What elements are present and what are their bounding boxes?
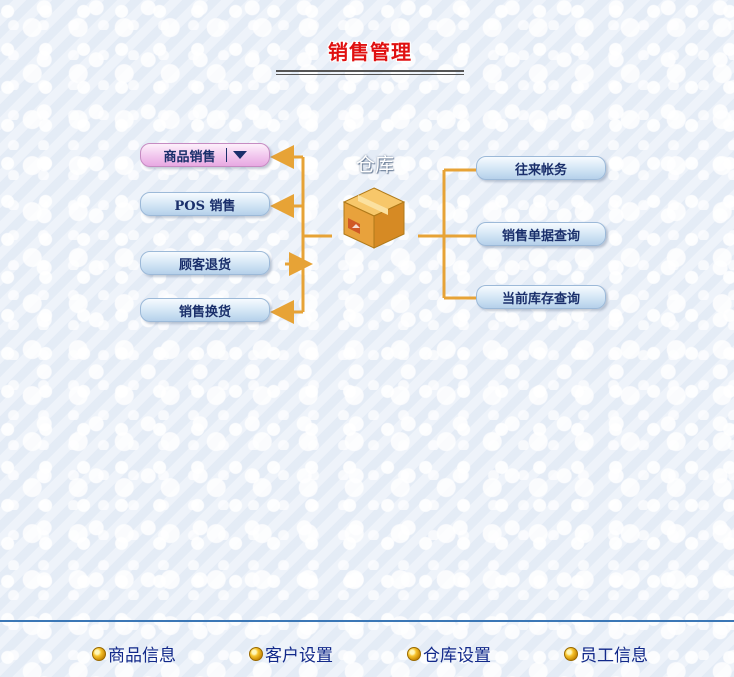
sales-exchange-button[interactable]: 销售换货 [140,298,270,322]
sales-button[interactable]: 商品销售 [140,143,270,167]
footer-divider [0,620,734,622]
footer-customer-settings[interactable]: 客户设置 [249,641,333,666]
current-stock-query-button[interactable]: 当前库存查询 [476,285,606,309]
accounts-button[interactable]: 往来帐务 [476,156,606,180]
pos-sales-label: POS 销售 [174,198,236,214]
warehouse-label: 仓库 [355,154,394,176]
footer-warehouse-settings[interactable]: 仓库设置 [407,641,491,666]
box-icon[interactable] [338,182,410,254]
current-stock-query-label: 当前库存查询 [501,291,580,307]
footer-warehouse-settings-label: 仓库设置 [423,646,491,666]
divider [225,148,227,162]
footer-customer-settings-label: 客户设置 [265,646,333,666]
customer-return-label: 顾客退货 [178,257,231,273]
sales-document-query-button[interactable]: 销售单据查询 [476,222,606,246]
pos-sales-button[interactable]: POS 销售 [140,192,270,216]
footer-product-info-label: 商品信息 [108,646,176,666]
customer-return-button[interactable]: 顾客退货 [140,251,270,275]
accounts-label: 往来帐务 [514,162,567,178]
footer-staff-info-label: 员工信息 [580,646,648,666]
title-underline [276,70,464,75]
orange-dot-icon [407,646,421,661]
sales-exchange-label: 销售换货 [178,304,231,320]
sales-button-label: 商品销售 [163,149,216,165]
footer-product-info[interactable]: 商品信息 [92,641,176,666]
orange-dot-icon [564,646,578,661]
page-title: 销售管理 [328,40,412,64]
sales-document-query-label: 销售单据查询 [501,228,580,244]
orange-dot-icon [249,646,263,661]
orange-dot-icon [92,646,106,661]
triangle-down-icon[interactable] [232,151,247,159]
footer-staff-info[interactable]: 员工信息 [564,641,648,666]
